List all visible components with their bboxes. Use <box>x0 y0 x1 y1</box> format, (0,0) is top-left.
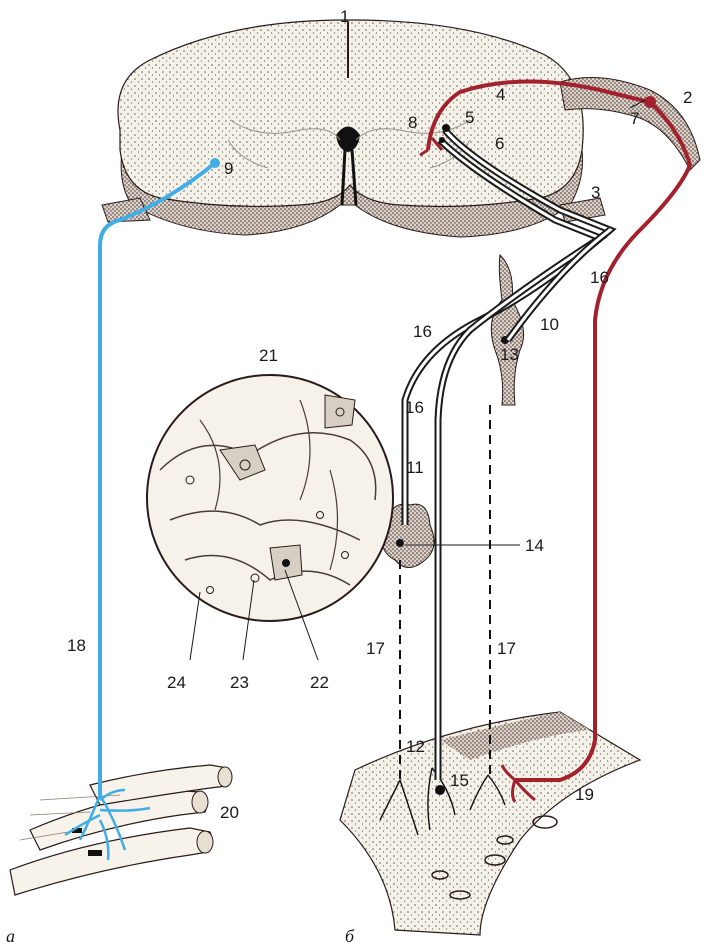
label-13: 13 <box>500 345 519 364</box>
panel-label-b: б <box>345 926 355 946</box>
label-11: 11 <box>406 458 424 477</box>
label-17-b: 17 <box>497 639 516 658</box>
label-20: 20 <box>220 803 239 822</box>
label-21: 21 <box>259 346 278 365</box>
label-22: 22 <box>310 673 329 692</box>
label-6: 6 <box>495 134 504 153</box>
label-19: 19 <box>575 785 594 804</box>
label-7: 7 <box>630 109 639 128</box>
label-16-c: 16 <box>405 398 424 417</box>
label-23: 23 <box>230 673 249 692</box>
label-3: 3 <box>591 183 600 202</box>
magnified-tissue-circle <box>147 375 393 621</box>
label-9: 9 <box>224 159 233 178</box>
label-4: 4 <box>496 85 505 104</box>
label-24: 24 <box>167 673 186 692</box>
label-12: 12 <box>406 737 425 756</box>
label-16-a: 16 <box>590 268 609 287</box>
panel-label-a: а <box>6 926 15 946</box>
label-5: 5 <box>465 108 474 127</box>
label-1: 1 <box>340 7 349 26</box>
label-10: 10 <box>540 315 559 334</box>
label-2: 2 <box>683 88 692 107</box>
label-16-b: 16 <box>413 322 432 341</box>
skeletal-muscle-fibers <box>10 765 232 895</box>
panel-labels: а б <box>6 926 355 946</box>
label-17-a: 17 <box>366 639 385 658</box>
label-8: 8 <box>408 113 417 132</box>
label-18: 18 <box>67 636 86 655</box>
label-15: 15 <box>450 771 469 790</box>
label-14: 14 <box>525 536 544 555</box>
